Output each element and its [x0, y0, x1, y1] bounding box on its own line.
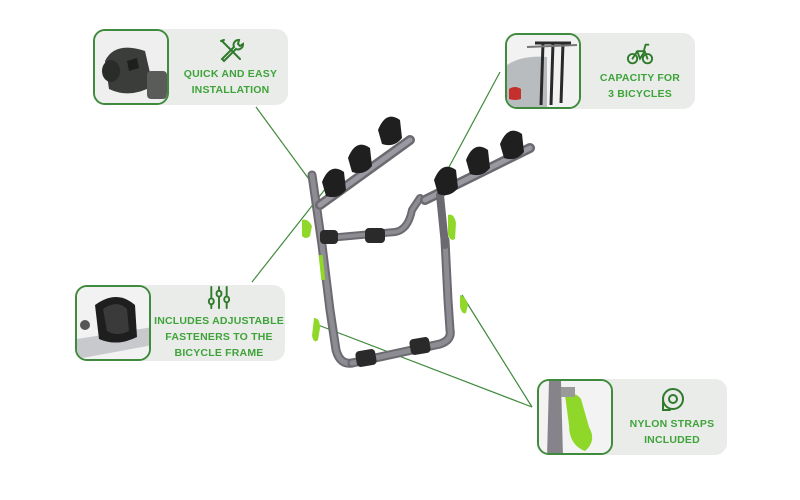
- fasteners-thumbnail: [75, 285, 151, 361]
- wrench-screwdriver-icon: [219, 38, 244, 62]
- callout-capacity: CAPACITY FOR 3 BICYCLES: [505, 33, 695, 109]
- callout-fasteners: INCLUDES ADJUSTABLE FASTENERS TO THE BIC…: [75, 285, 285, 361]
- tape-roll-icon: [662, 387, 684, 411]
- capacity-thumbnail: [505, 33, 581, 109]
- straps-thumbnail: [537, 379, 613, 455]
- callout-installation: QUICK AND EASY INSTALLATION: [93, 29, 288, 105]
- installation-thumbnail: [93, 29, 169, 105]
- bicycle-icon: [626, 43, 654, 64]
- callout-straps: NYLON STRAPS INCLUDED: [537, 379, 727, 455]
- capacity-text: CAPACITY FOR 3 BICYCLES: [599, 71, 681, 100]
- adjustment-sliders-icon: [207, 285, 231, 310]
- straps-text: NYLON STRAPS INCLUDED: [629, 417, 715, 446]
- installation-text: QUICK AND EASY INSTALLATION: [183, 67, 278, 96]
- fasteners-text: INCLUDES ADJUSTABLE FASTENERS TO THE BIC…: [154, 315, 284, 359]
